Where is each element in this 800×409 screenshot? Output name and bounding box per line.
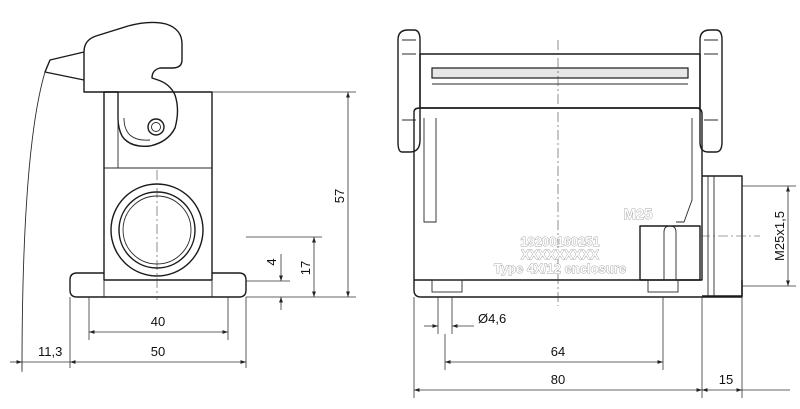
- marking-part-number: 19200160251: [520, 234, 600, 249]
- dim-11-3-label: 11,3: [38, 344, 62, 359]
- dim-57-label: 57: [332, 189, 347, 203]
- dim-40: 40: [88, 297, 229, 340]
- dim-64-label: 64: [551, 344, 565, 359]
- pivot-screw-icon: [147, 118, 165, 136]
- dim-4: 4: [246, 254, 290, 310]
- dim-thread: M25x1,5: [742, 185, 796, 287]
- housing-markings: M25 19200160251 XXXXXXXXX Type 4X/12 enc…: [494, 206, 653, 277]
- dim-17: 17: [246, 236, 322, 297]
- dim-50: 50: [21, 297, 247, 372]
- dim-17-label: 17: [298, 261, 313, 275]
- dim-15-label: 15: [719, 372, 733, 387]
- dim-40-label: 40: [151, 314, 165, 329]
- housing-body: [103, 91, 213, 281]
- latch-lever: [83, 21, 183, 147]
- flange-base: [69, 272, 247, 298]
- left-pin: [397, 29, 421, 153]
- marking-placeholder: XXXXXXXXX: [521, 247, 599, 262]
- dim-hole: Ø4,6: [424, 297, 506, 334]
- side-view: [21, 21, 247, 371]
- right-pin: [699, 29, 723, 153]
- marking-size: M25: [623, 206, 652, 223]
- marking-rating: Type 4X/12 enclosure: [494, 261, 626, 276]
- dim-64: 64: [444, 297, 664, 370]
- dim-57: 57: [212, 91, 356, 298]
- dim-50-label: 50: [151, 344, 165, 359]
- front-housing: [413, 107, 703, 281]
- dim-11-3: 11,3: [10, 344, 70, 364]
- front-view: [397, 29, 760, 306]
- dim-hole-label: Ø4,6: [478, 311, 506, 326]
- top-cover: [419, 53, 701, 109]
- dim-80: 80: [413, 297, 743, 398]
- dim-thread-label: M25x1,5: [772, 211, 787, 261]
- dim-80-label: 80: [551, 372, 565, 387]
- dim-4-label: 4: [264, 258, 279, 265]
- dim-15: 15: [702, 372, 790, 392]
- front-flange: [413, 280, 743, 298]
